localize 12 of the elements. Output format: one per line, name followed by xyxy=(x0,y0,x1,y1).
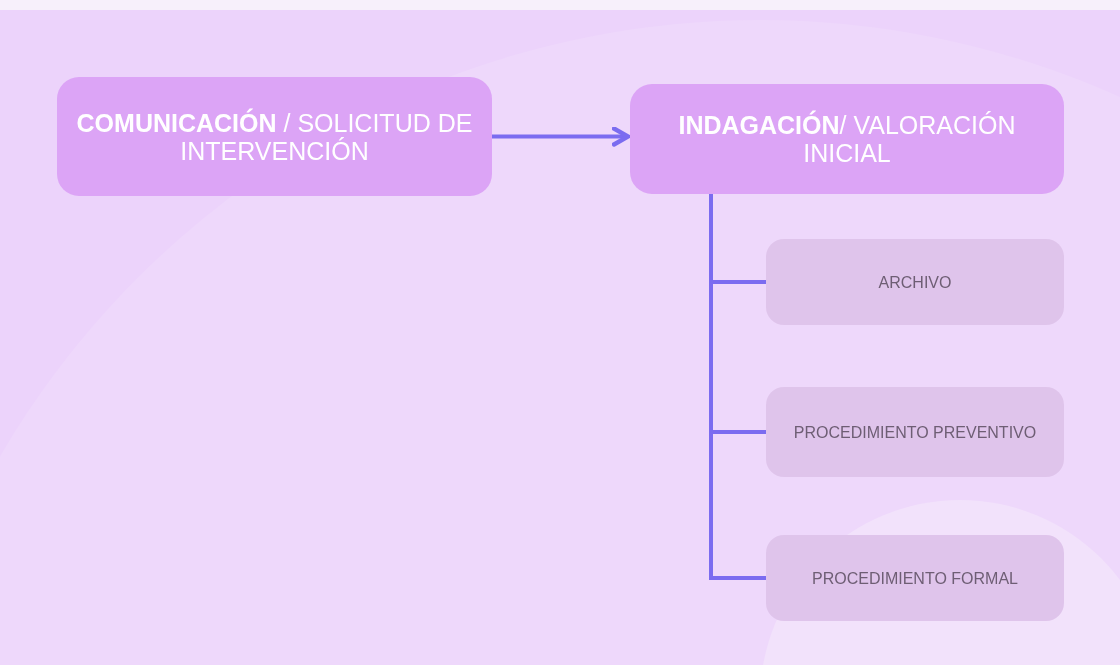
process-box xyxy=(766,239,1064,325)
box-label: COMUNICACIÓN / SOLICITUD DE INTERVENCIÓN xyxy=(75,108,474,165)
box-label: ARCHIVO xyxy=(878,272,952,292)
process-box xyxy=(630,84,1064,194)
process-box xyxy=(57,77,492,196)
process-box xyxy=(766,387,1064,477)
process-box xyxy=(766,535,1064,621)
box-label: PROCEDIMIENTO PREVENTIVO xyxy=(793,422,1037,442)
box-label: INDAGACIÓN/ VALORACIÓN INICIAL xyxy=(677,111,1017,167)
box-label: PROCEDIMIENTO FORMAL xyxy=(812,568,1018,588)
arrow xyxy=(492,126,631,147)
connector-line xyxy=(709,194,766,580)
